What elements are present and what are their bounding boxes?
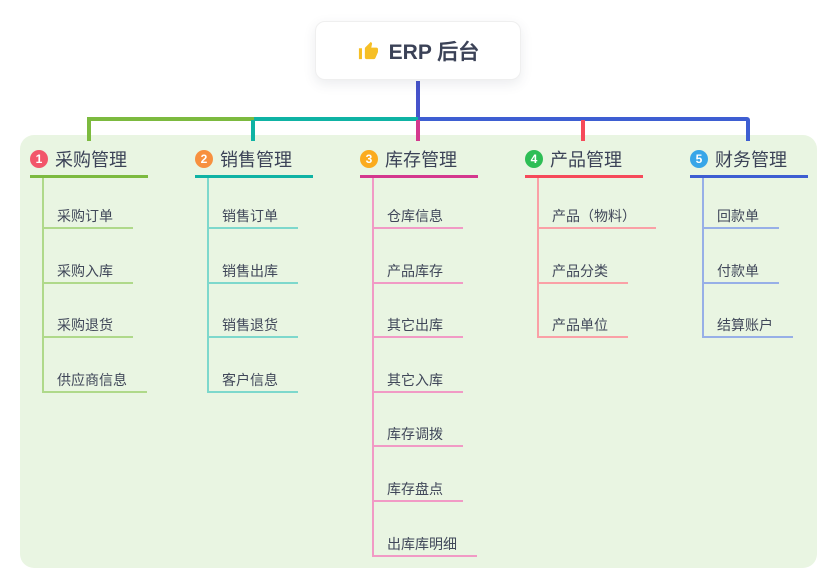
- branch-header[interactable]: 1 采购管理: [30, 148, 148, 178]
- branch-number-badge: 5: [690, 150, 708, 168]
- branch-purchase: 1 采购管理 采购订单采购入库采购退货供应商信息: [30, 148, 190, 393]
- connector-line-finance: [418, 117, 750, 121]
- connector-line-purchase: [87, 117, 254, 121]
- leaf-node[interactable]: 回款单: [702, 207, 779, 229]
- branch-inventory: 3 库存管理 仓库信息产品库存其它出库其它入库库存调拨库存盘点出库库明细: [360, 148, 520, 557]
- branch-label: 销售管理: [220, 150, 292, 170]
- leaf-node[interactable]: 采购退货: [42, 316, 133, 339]
- branch-finance: 5 财务管理 回款单付款单结算账户: [690, 148, 839, 339]
- branch-spine-line: [42, 178, 44, 393]
- branch-number-badge: 1: [30, 150, 48, 168]
- leaf-node[interactable]: 产品（物料）: [537, 207, 656, 229]
- branch-label: 库存管理: [385, 150, 457, 170]
- branch-header[interactable]: 5 财务管理: [690, 148, 808, 178]
- leaf-node[interactable]: 产品库存: [372, 262, 463, 284]
- branch-spine-line: [702, 178, 704, 339]
- leaf-node[interactable]: 客户信息: [207, 371, 298, 393]
- thumbs-up-icon: [358, 41, 378, 60]
- connector-drop-inventory: [416, 120, 420, 141]
- branch-spine-line: [372, 178, 374, 557]
- leaf-node[interactable]: 结算账户: [702, 316, 793, 339]
- branch-sales: 2 销售管理 销售订单销售出库销售退货客户信息: [195, 148, 355, 393]
- leaf-node[interactable]: 仓库信息: [372, 207, 463, 229]
- leaf-node[interactable]: 产品分类: [537, 262, 628, 284]
- branch-header[interactable]: 4 产品管理: [525, 148, 643, 178]
- leaf-node[interactable]: 销售出库: [207, 262, 298, 284]
- root-title: ERP 后台: [388, 40, 480, 64]
- branch-spine-line: [537, 178, 539, 339]
- leaf-node[interactable]: 其它入库: [372, 371, 463, 393]
- leaf-node[interactable]: 产品单位: [537, 316, 628, 339]
- leaf-node[interactable]: 出库库明细: [372, 535, 477, 557]
- leaf-node[interactable]: 供应商信息: [42, 371, 147, 393]
- branch-number-badge: 4: [525, 150, 543, 168]
- leaf-node[interactable]: 采购入库: [42, 262, 133, 284]
- branch-header[interactable]: 3 库存管理: [360, 148, 478, 178]
- connector-drop-finance: [746, 120, 750, 141]
- leaf-node[interactable]: 销售订单: [207, 207, 298, 229]
- branch-product: 4 产品管理 产品（物料） 产品分类产品单位: [525, 148, 685, 339]
- leaf-node[interactable]: 库存盘点: [372, 480, 463, 502]
- branch-number-badge: 3: [360, 150, 378, 168]
- branch-label: 产品管理: [550, 150, 622, 170]
- connector-drop-sales: [251, 120, 255, 141]
- leaf-node[interactable]: 销售退货: [207, 316, 298, 339]
- branches-group-background: [20, 135, 817, 568]
- branch-label: 采购管理: [55, 150, 127, 170]
- branch-spine-line: [207, 178, 209, 393]
- branch-number-badge: 2: [195, 150, 213, 168]
- leaf-node[interactable]: 库存调拨: [372, 425, 463, 448]
- leaf-node[interactable]: 付款单: [702, 262, 779, 284]
- connector-drop-purchase: [87, 120, 91, 141]
- connector-drop-product: [581, 120, 585, 141]
- branch-label: 财务管理: [715, 150, 787, 170]
- root-stem-line: [416, 81, 420, 119]
- branch-header[interactable]: 2 销售管理: [195, 148, 313, 178]
- root-node[interactable]: ERP 后台: [315, 21, 521, 80]
- leaf-node[interactable]: 其它出库: [372, 316, 463, 339]
- leaf-node[interactable]: 采购订单: [42, 207, 133, 229]
- connector-line-sales: [254, 117, 418, 121]
